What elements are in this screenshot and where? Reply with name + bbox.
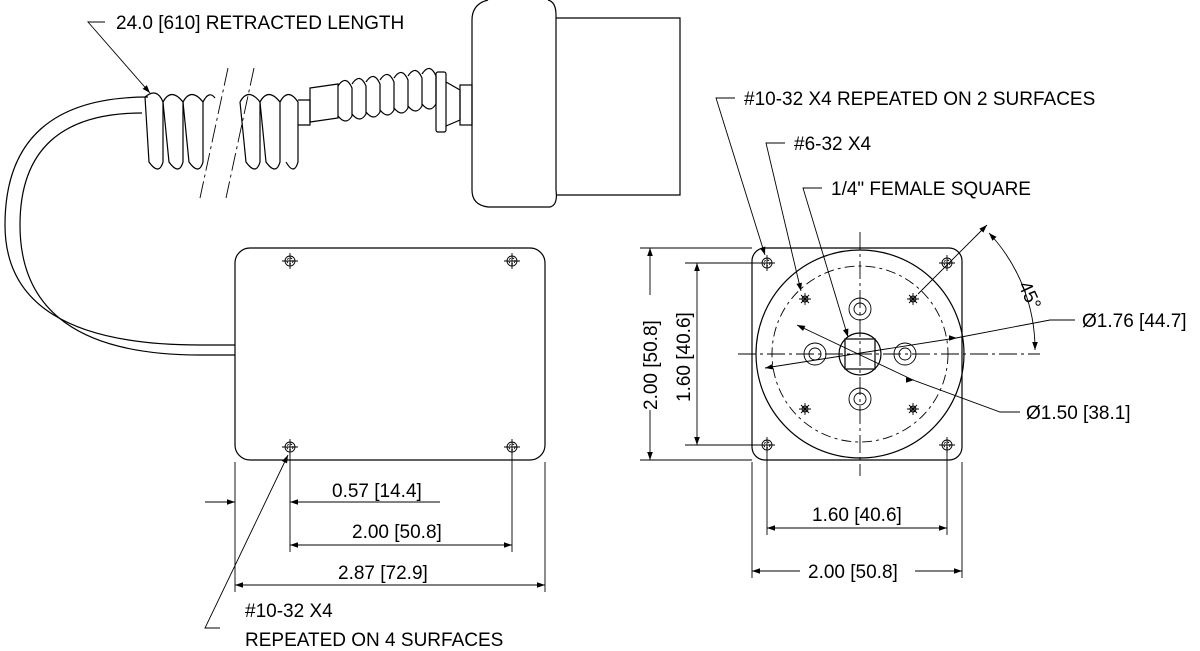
outer-diameter-label: Ø1.76 [44.7] [1082, 311, 1187, 332]
box-holes-callout-line2: REPEATED ON 4 SURFACES [245, 630, 503, 651]
sensor-cylinder [471, 0, 681, 208]
angle-label: 45° [1013, 278, 1044, 313]
face-hole-width-dim: 1.60 [40.6] [812, 505, 902, 526]
box-hole-offset-dim: 0.57 [14.4] [332, 481, 422, 502]
bolt-circle-label: Ø1.50 [38.1] [1026, 403, 1131, 424]
face-dimensions [640, 247, 963, 578]
cable [4, 96, 235, 356]
face-width-dim: 2.00 [50.8] [808, 562, 898, 583]
face-view [738, 232, 1040, 476]
square-drive [844, 338, 876, 370]
drive-boss [838, 332, 882, 376]
side-holes-callout: #10-32 X4 REPEATED ON 2 SURFACES [744, 89, 1095, 110]
square-drive-callout: 1/4" FEMALE SQUARE [831, 179, 1031, 200]
box-holes-callout-line1: #10-32 X4 [245, 601, 333, 622]
box-length-dim: 2.87 [72.9] [338, 563, 428, 584]
coiled-cord [144, 67, 299, 199]
retracted-length-label: 24.0 [610] RETRACTED LENGTH [116, 13, 404, 34]
box-dimensions [204, 452, 546, 629]
face-holes-callout: #6-32 X4 [794, 134, 872, 155]
strain-relief [298, 67, 473, 133]
junction-box [234, 247, 546, 461]
face-hole-height-dim: 1.60 [40.6] [674, 312, 695, 402]
face-callouts [715, 97, 1075, 413]
face-height-dim: 2.00 [50.8] [641, 320, 662, 410]
callout-retracted-length: 24.0 [610] RETRACTED LENGTH [87, 13, 404, 94]
box-hole-spacing-dim: 2.00 [50.8] [352, 522, 442, 543]
